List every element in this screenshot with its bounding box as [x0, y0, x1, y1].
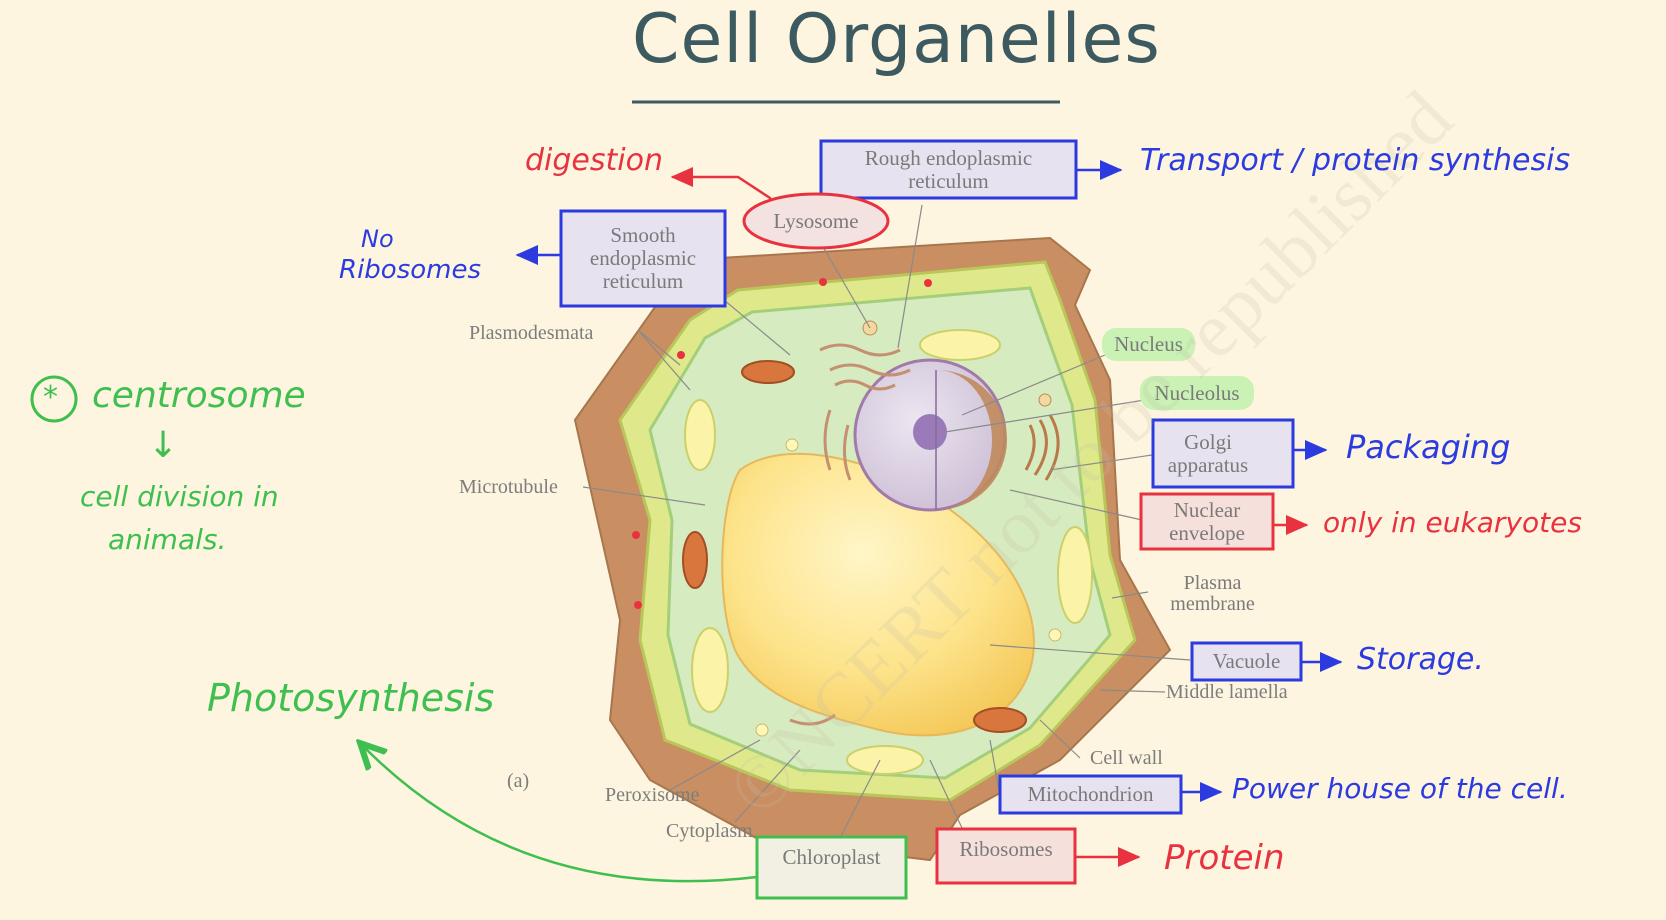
chloroplast-box-frame	[755, 835, 908, 900]
nucleus-label: Nucleus	[1114, 332, 1183, 356]
centrosome-note: centrosome	[92, 375, 306, 416]
storage-note: Storage.	[1357, 642, 1484, 677]
photosynthesis-note: Photosynthesis	[207, 676, 495, 720]
golgi-label: Golgi apparatus	[1167, 429, 1249, 477]
middle-lamella-label: Middle lamella	[1166, 681, 1288, 703]
plasmodesmata-label: Plasmodesmata	[469, 322, 594, 344]
power-house-note: Power house of the cell.	[1232, 772, 1568, 805]
nucleolus-label: Nucleolus	[1154, 380, 1240, 405]
cell-division-note-1: cell division in	[80, 480, 279, 513]
nuclear-envelope-box-frame	[1139, 492, 1275, 551]
ribosomes-label: Ribosomes	[959, 836, 1053, 861]
figure-tag: (a)	[507, 770, 530, 792]
peroxisome-label: Peroxisome	[605, 784, 700, 806]
microtubule-label: Microtubule	[459, 476, 558, 498]
ribosomes-box-frame	[935, 827, 1077, 885]
eukaryotes-note: only in eukaryotes	[1323, 506, 1582, 539]
centrosome-arrow: ↓	[148, 425, 179, 466]
vacuole-label: Vacuole	[1212, 649, 1281, 673]
rer-box-frame	[819, 139, 1078, 200]
nucleolus-highlight	[1140, 376, 1254, 410]
transport-note: Transport / protein synthesis	[1140, 143, 1571, 178]
golgi-box-frame	[1151, 418, 1295, 489]
cell-division-note-2: animals.	[108, 523, 227, 556]
nucleolus-shape	[913, 414, 947, 450]
lysosome-ring	[742, 192, 890, 250]
mitochondrion-label: Mitochondrion	[1027, 782, 1154, 806]
chloroplast-label: Chloroplast	[782, 844, 881, 869]
ser-label: Smooth endoplasmic reticulum	[589, 223, 697, 293]
ser-box-frame	[559, 209, 727, 308]
nuclear-envelope-label: Nuclear envelope	[1169, 497, 1245, 545]
centrosome-circle	[30, 375, 78, 423]
centrosome-star: *	[43, 380, 58, 415]
digestion-note: digestion	[525, 143, 663, 178]
page-title: Cell Organelles	[632, 0, 1161, 79]
cytoplasm-label: Cytoplasm	[666, 820, 753, 842]
plasma-membrane-label: Plasma membrane	[1170, 572, 1255, 615]
no-ribosomes-note-1: No	[361, 225, 394, 253]
mitochondrion-box-frame	[998, 774, 1183, 815]
mitochondrion-shape	[741, 360, 795, 384]
cell-wall-label: Cell wall	[1090, 747, 1163, 769]
rer-label: Rough endoplasmic reticulum	[864, 145, 1033, 193]
protein-note: Protein	[1164, 838, 1285, 878]
no-ribosomes-note-2: Ribosomes	[339, 255, 482, 285]
packaging-note: Packaging	[1346, 428, 1511, 466]
vacuole-box-frame	[1190, 641, 1303, 682]
nucleus-highlight	[1102, 328, 1195, 361]
lysosome-label: Lysosome	[773, 208, 859, 233]
